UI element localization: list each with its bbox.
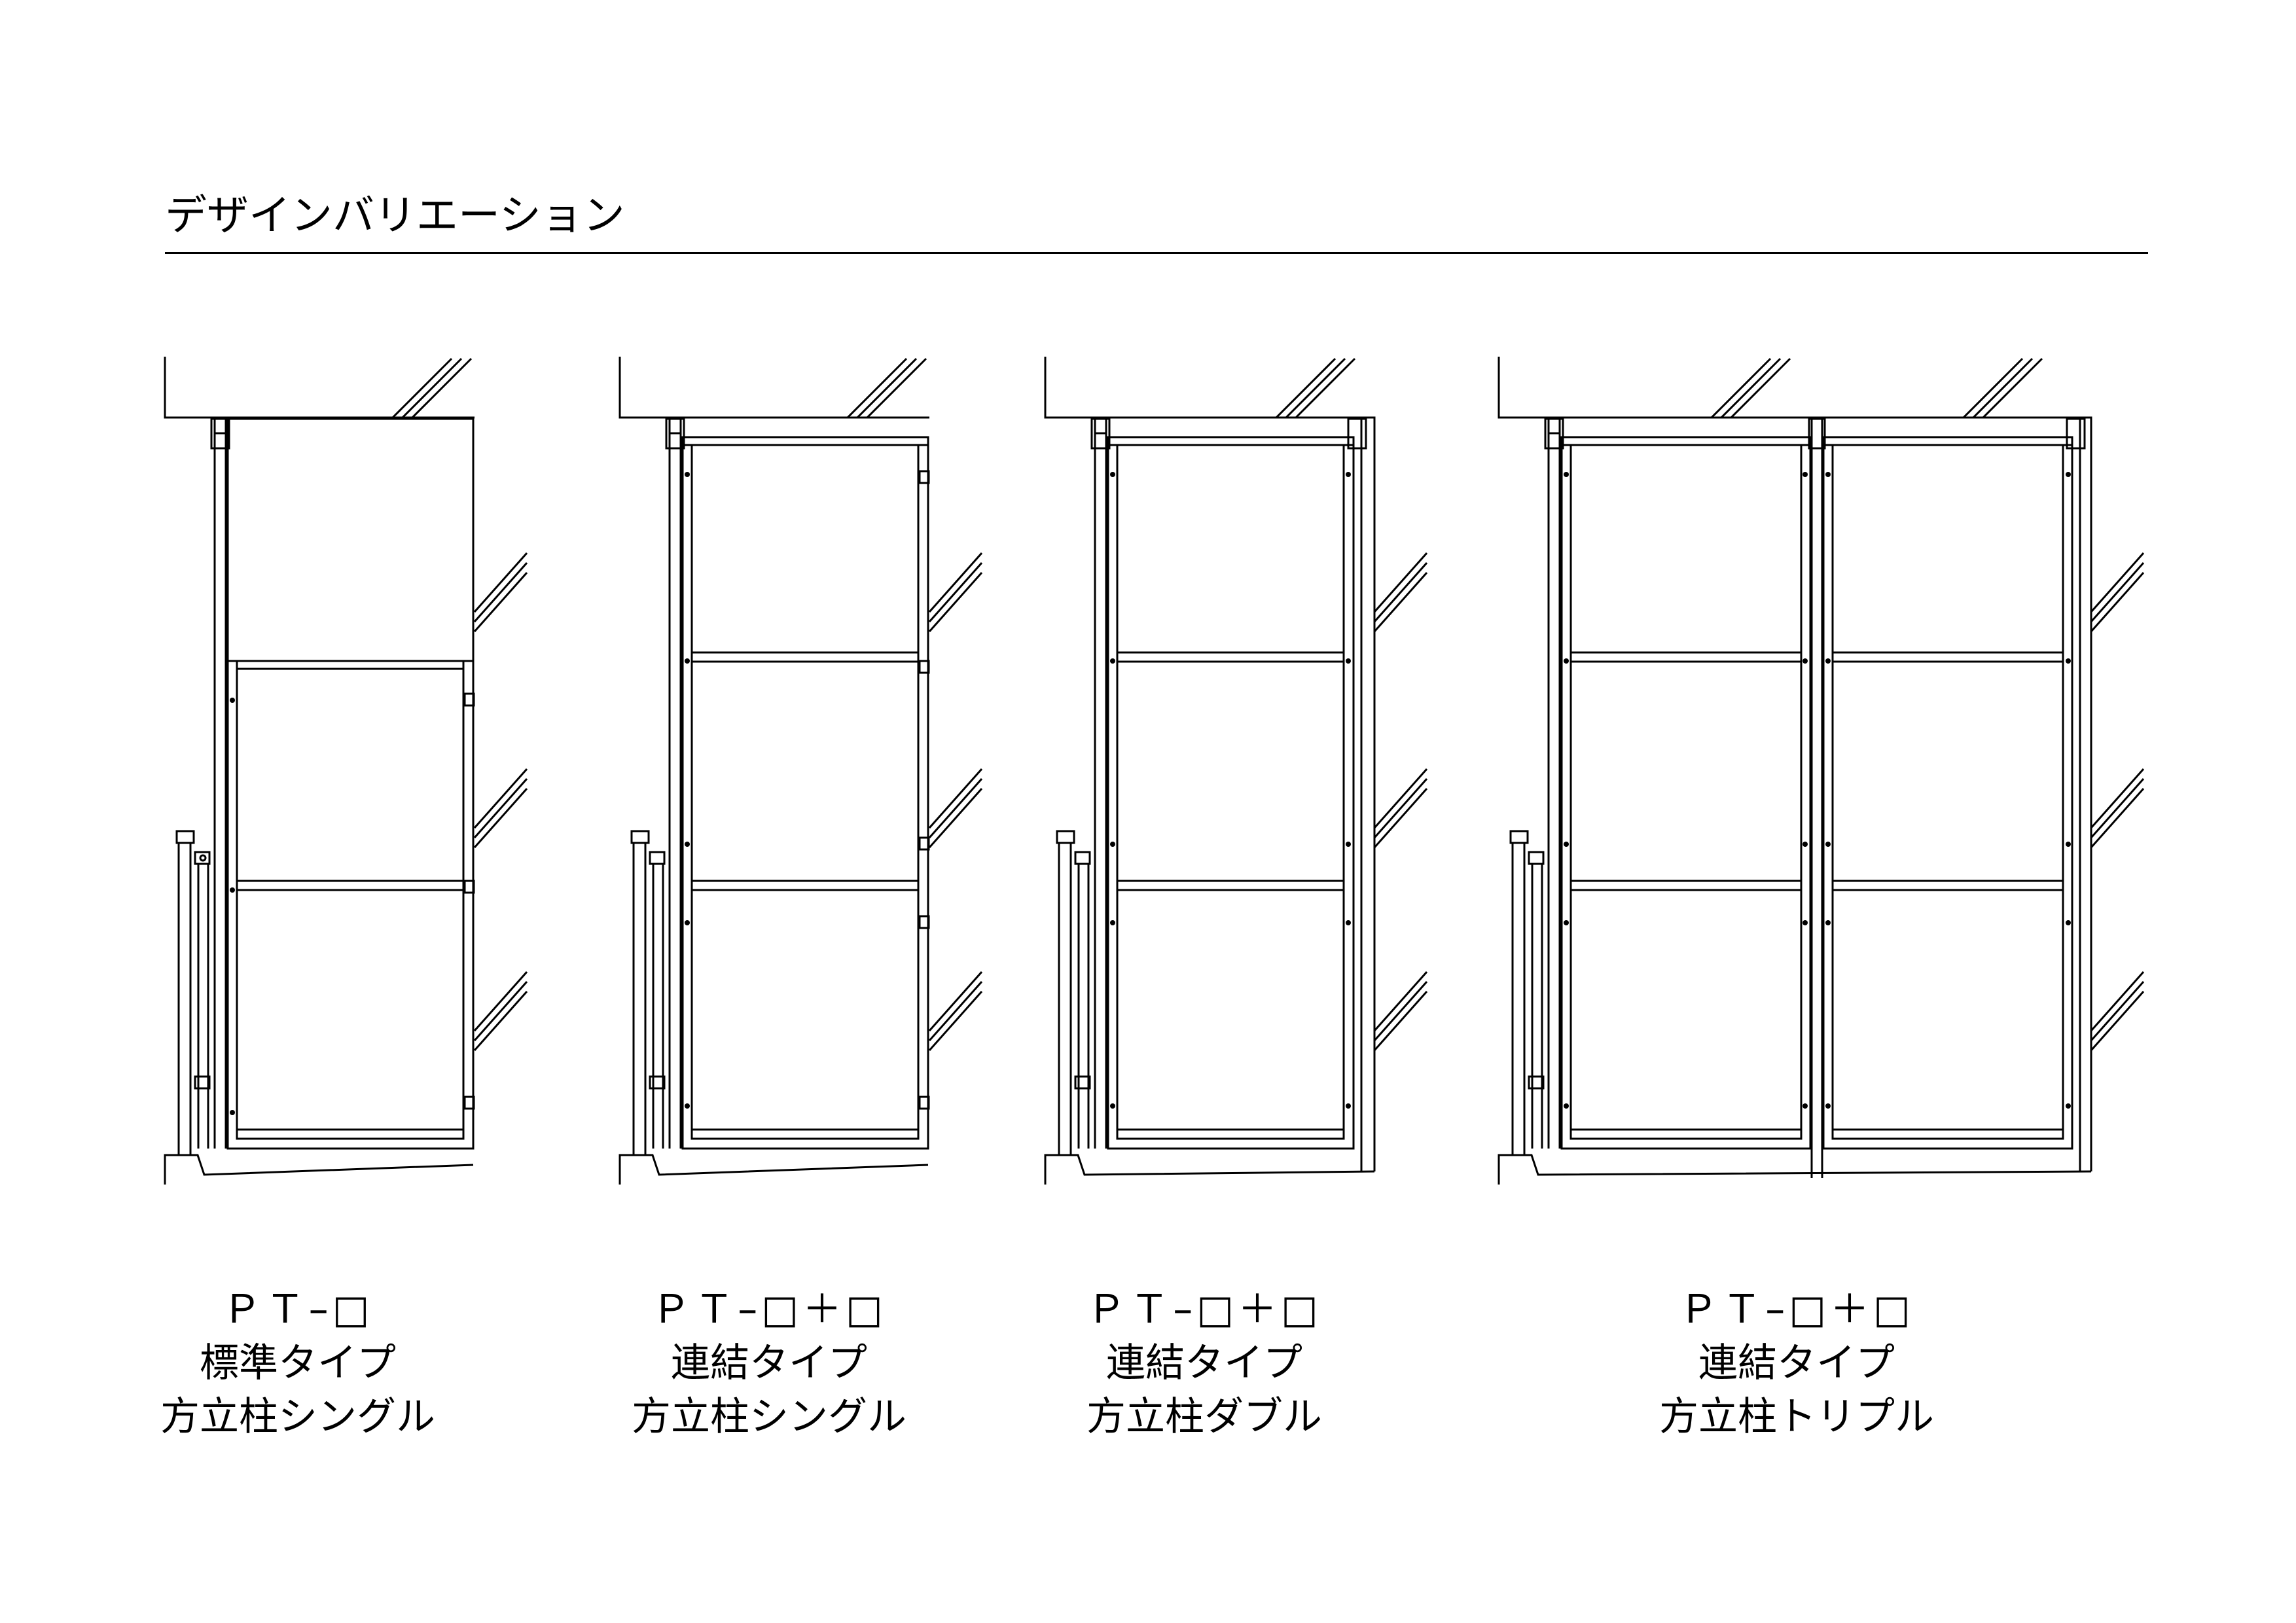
wall-hatch xyxy=(1373,552,1428,1051)
right-frame xyxy=(1822,436,2073,1150)
ceiling-line xyxy=(1044,357,1376,1171)
upper-rail xyxy=(691,651,920,663)
upper-rail xyxy=(1116,651,1345,663)
ceiling-hatch xyxy=(391,357,473,419)
ceiling-hatch xyxy=(1275,357,1356,419)
model-code: ＰＴ–□＋□ xyxy=(651,1287,887,1332)
lower-frame xyxy=(226,660,475,1150)
post-label: 方立柱トリプル xyxy=(1659,1394,1934,1440)
floor-line xyxy=(164,1154,474,1185)
bottom-rail xyxy=(1116,1128,1345,1140)
floor-line xyxy=(619,1154,929,1185)
middle-rail xyxy=(1116,880,1345,891)
handrail-post xyxy=(1056,830,1091,1155)
frame xyxy=(1107,436,1355,1150)
model-code: ＰＴ–□＋□ xyxy=(1086,1287,1322,1332)
bottom-rail xyxy=(236,1128,465,1140)
handrail-post xyxy=(175,830,211,1155)
wall-hatch xyxy=(2090,552,2145,1051)
post-label: 方立柱シングル xyxy=(632,1394,906,1440)
ceiling-hatch xyxy=(1710,357,2043,419)
bottom-rail xyxy=(691,1128,920,1140)
wall-hatch xyxy=(473,552,528,1051)
variant-standard-single-drawing xyxy=(164,357,528,1185)
ceiling-line xyxy=(164,357,475,419)
model-code: ＰＴ–□＋□ xyxy=(1679,1287,1914,1332)
page-title: デザインバリエーション xyxy=(165,192,625,240)
type-label: 連結タイプ xyxy=(671,1340,867,1386)
upper-solid-panel xyxy=(226,418,475,662)
type-label: 標準タイプ xyxy=(200,1340,396,1386)
ceiling-hatch xyxy=(846,357,927,419)
caption-linked-single: ＰＴ–□＋□ 連結タイプ 方立柱シングル xyxy=(540,1283,998,1444)
variant-linked-single-drawing xyxy=(619,357,983,1185)
handrail-post xyxy=(1509,830,1545,1155)
caption-linked-double: ＰＴ–□＋□ 連結タイプ 方立柱ダブル xyxy=(975,1283,1433,1444)
handrail-post xyxy=(630,830,666,1155)
caption-linked-triple: ＰＴ–□＋□ 連結タイプ 方立柱トリプル xyxy=(1568,1283,2026,1444)
type-label: 連結タイプ xyxy=(1698,1340,1895,1386)
ceiling-line xyxy=(1498,357,2092,1171)
post-label: 方立柱ダブル xyxy=(1086,1394,1322,1440)
floor-line xyxy=(1498,1154,2092,1185)
caption-standard-single: ＰＴ–□ 標準タイプ 方立柱シングル xyxy=(69,1283,527,1444)
frame xyxy=(681,436,929,1150)
middle-rail xyxy=(236,880,465,891)
left-frame xyxy=(1560,436,1812,1150)
variant-linked-double-drawing xyxy=(1044,357,1428,1185)
model-code: ＰＴ–□ xyxy=(222,1287,374,1332)
floor-line xyxy=(1044,1154,1375,1185)
ceiling-line xyxy=(619,357,929,419)
type-label: 連結タイプ xyxy=(1106,1340,1302,1386)
variant-linked-triple-drawing xyxy=(1498,357,2145,1185)
middle-rail xyxy=(691,880,920,891)
title-divider xyxy=(165,252,2148,254)
wall-hatch xyxy=(928,552,983,1051)
post-label: 方立柱シングル xyxy=(160,1394,435,1440)
